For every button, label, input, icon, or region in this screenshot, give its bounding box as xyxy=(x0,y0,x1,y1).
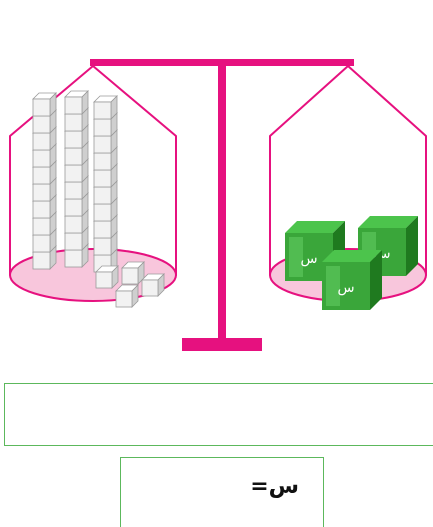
variable-box-label: س xyxy=(337,280,354,296)
variable-box: س xyxy=(322,250,382,310)
balance-scale: سسس xyxy=(9,59,427,351)
right-pan: سسس xyxy=(269,65,427,310)
loose-unit-cube xyxy=(95,265,119,289)
scale-pole xyxy=(218,64,226,346)
variable-box: س xyxy=(285,221,345,281)
unit-cube xyxy=(32,92,57,117)
equation-input-box[interactable] xyxy=(4,383,433,446)
unit-cube xyxy=(32,245,57,270)
left-pan xyxy=(9,65,177,308)
unit-cube xyxy=(64,90,89,115)
scale-beam xyxy=(90,59,354,66)
loose-unit-cube xyxy=(141,273,165,297)
unit-cube-tower xyxy=(93,95,118,273)
answer-label: س= xyxy=(250,474,299,499)
variable-box-label: س xyxy=(300,251,317,267)
unit-cube-tower xyxy=(32,92,57,270)
loose-unit-cube xyxy=(121,261,145,285)
loose-unit-cube xyxy=(115,284,139,308)
answer-box[interactable]: س= xyxy=(120,457,324,527)
unit-cube xyxy=(93,95,118,120)
scale-base xyxy=(182,338,262,351)
scale-frame xyxy=(90,59,354,351)
unit-cube-tower xyxy=(64,90,89,268)
